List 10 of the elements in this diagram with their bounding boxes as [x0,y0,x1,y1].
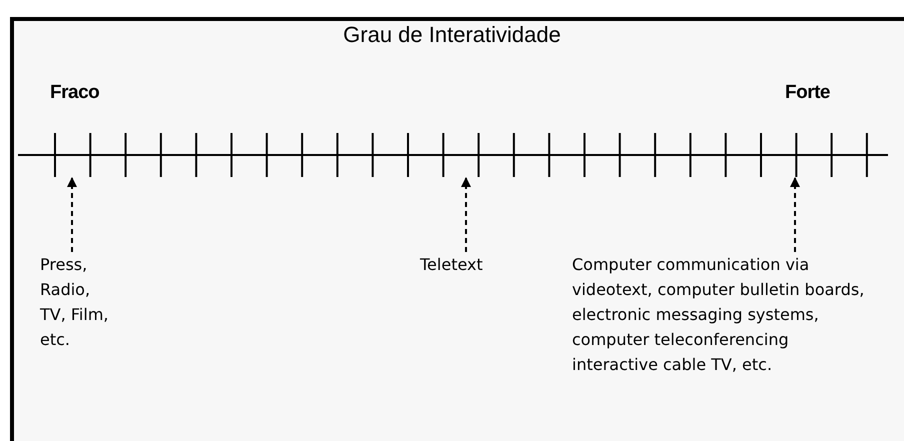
leader-arrow [790,177,800,252]
scale-end-label: Fraco [50,82,100,104]
media-label: Teletext [420,252,550,277]
scale-end-label: Forte [785,82,830,104]
diagram-title: Grau de Interatividade [342,22,562,48]
scale-axis [18,133,888,177]
leader-arrow [67,177,77,252]
media-label: Press, Radio, TV, Film, etc. [40,252,110,352]
leader-arrow [461,177,471,252]
media-label: Computer communication via videotext, computer bulletin boards, electronic messaging systems, computer teleconferencing interactive cable TV, etc. [572,252,872,377]
